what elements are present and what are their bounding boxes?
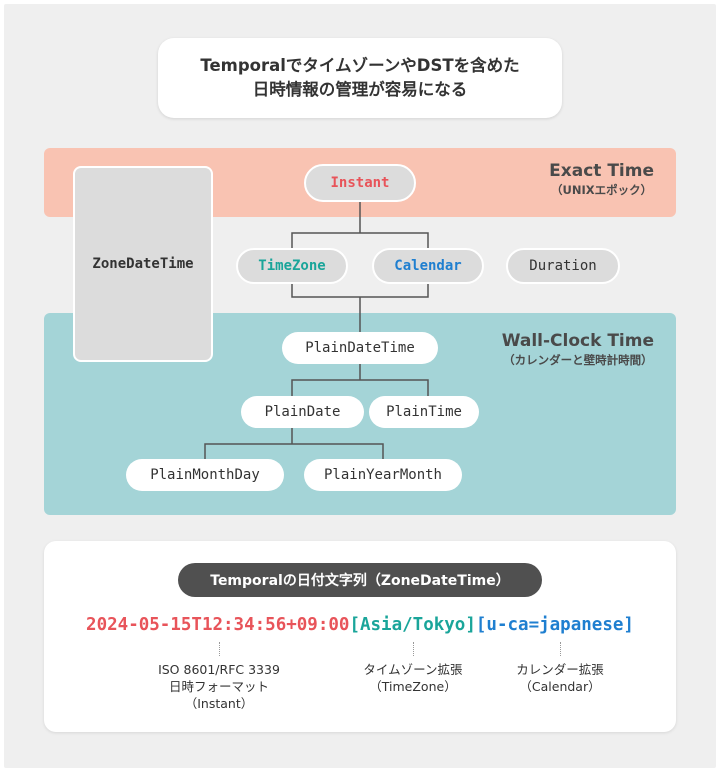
calendar-annotation-line-2: （Calendar） bbox=[519, 679, 601, 694]
timezone-pointer bbox=[413, 642, 414, 656]
plain-monthday-node: PlainMonthDay bbox=[126, 459, 284, 491]
exact-time-label: Exact Time （UNIXエポック） bbox=[549, 160, 654, 198]
zoned-datetime-node: ZoneDateTime bbox=[73, 166, 213, 362]
exact-time-title: Exact Time bbox=[549, 161, 654, 181]
plain-time-node: PlainTime bbox=[369, 396, 479, 428]
calendar-part: [u-ca=japanese] bbox=[475, 615, 634, 635]
connector-monthday bbox=[204, 428, 384, 460]
date-string-example: 2024-05-15T12:34:56+09:00[Asia/Tokyo][u-… bbox=[0, 615, 720, 635]
connector-plaindatetime bbox=[291, 282, 429, 332]
timezone-node: TimeZone bbox=[236, 248, 348, 284]
date-string-heading: Temporalの日付文字列（ZoneDateTime） bbox=[178, 563, 542, 597]
title-box: TemporalでタイムゾーンやDSTを含めた 日時情報の管理が容易になる bbox=[158, 38, 562, 118]
instant-node: Instant bbox=[304, 164, 416, 202]
iso-annotation-line-3: （Instant） bbox=[184, 696, 254, 711]
timezone-annotation-line-2: （TimeZone） bbox=[369, 679, 457, 694]
wall-clock-subtitle: （カレンダーと壁時計時間） bbox=[503, 353, 653, 367]
iso-pointer bbox=[219, 642, 220, 656]
timezone-annotation-line-1: タイムゾーン拡張 bbox=[363, 662, 463, 677]
timezone-annotation: タイムゾーン拡張 （TimeZone） bbox=[343, 661, 483, 695]
timezone-part: [Asia/Tokyo] bbox=[349, 615, 476, 635]
iso-annotation-line-2: 日時フォーマット bbox=[168, 679, 269, 694]
exact-time-subtitle: （UNIXエポック） bbox=[551, 183, 653, 197]
plain-yearmonth-node: PlainYearMonth bbox=[304, 459, 462, 491]
title-line-2: 日時情報の管理が容易になる bbox=[252, 80, 468, 99]
wall-clock-title: Wall-Clock Time bbox=[501, 331, 654, 351]
calendar-annotation-line-1: カレンダー拡張 bbox=[516, 662, 604, 677]
duration-node: Duration bbox=[506, 248, 620, 284]
plain-datetime-node: PlainDateTime bbox=[282, 332, 438, 364]
calendar-node: Calendar bbox=[372, 248, 484, 284]
calendar-pointer bbox=[560, 642, 561, 656]
plain-date-node: PlainDate bbox=[241, 396, 364, 428]
connector-plaindate bbox=[291, 364, 429, 397]
wall-clock-label: Wall-Clock Time （カレンダーと壁時計時間） bbox=[502, 330, 654, 368]
iso-annotation: ISO 8601/RFC 3339 日時フォーマット （Instant） bbox=[139, 661, 299, 712]
connector-instant bbox=[291, 200, 429, 250]
datetime-part: 2024-05-15T12:34:56+09:00 bbox=[86, 615, 350, 635]
title-line-1: TemporalでタイムゾーンやDSTを含めた bbox=[200, 56, 520, 75]
calendar-annotation: カレンダー拡張 （Calendar） bbox=[490, 661, 630, 695]
iso-annotation-line-1: ISO 8601/RFC 3339 bbox=[158, 662, 280, 677]
